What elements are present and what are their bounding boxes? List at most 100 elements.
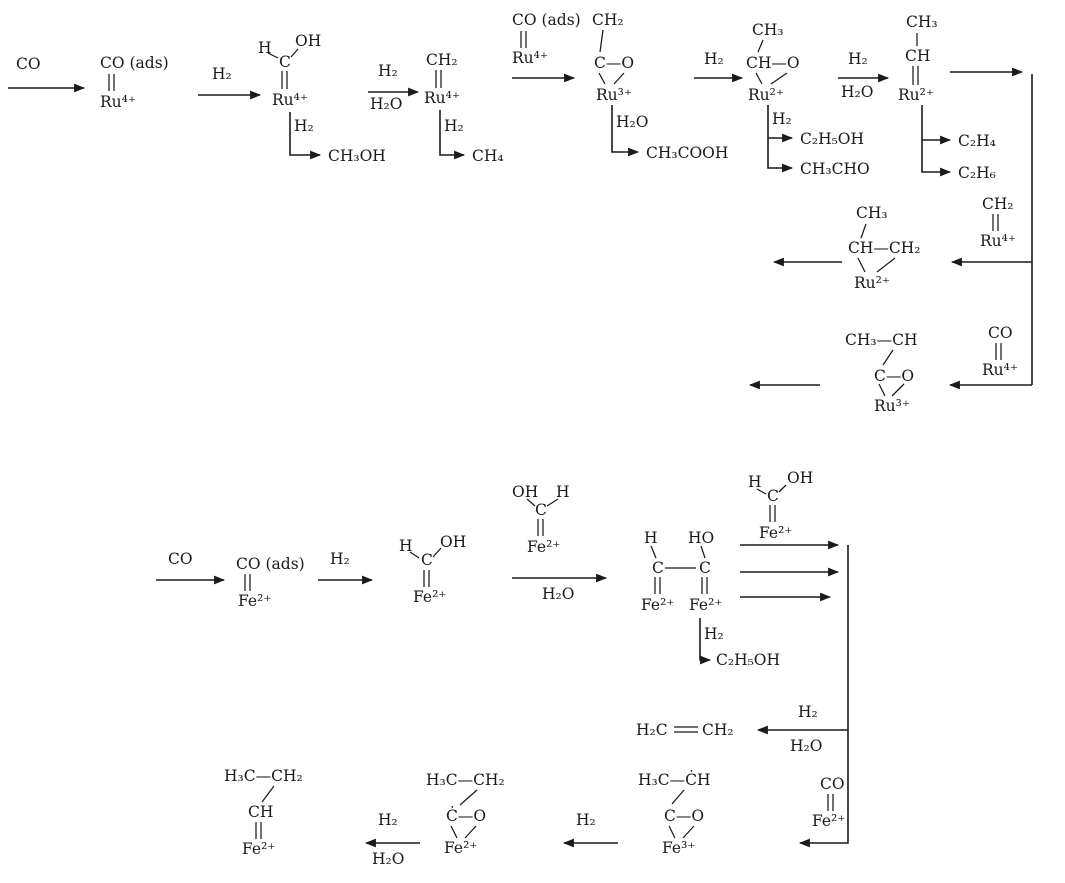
bond-line xyxy=(650,545,657,559)
formula-ho-dicarbene: HO xyxy=(688,529,715,547)
branch-arrow xyxy=(439,110,466,160)
formula-c-o-metallacycle: C—O xyxy=(664,807,705,825)
formula-fe2-site: Fe²⁺ xyxy=(812,812,846,830)
bond-line xyxy=(778,484,787,493)
formula-h2o-byproduct: H₂O xyxy=(542,585,575,603)
formula-h2o-byproduct: H₂O xyxy=(790,737,823,755)
formula-methanol-product: CH₃OH xyxy=(328,147,386,165)
formula-ru2-site: Ru²⁺ xyxy=(748,86,785,104)
formula-ch-o-metallacycle: CH—O xyxy=(746,54,800,72)
bond-line xyxy=(409,551,420,559)
formula-h2-reagent: H₂ xyxy=(798,703,818,721)
formula-ch-alkylidene: CH xyxy=(248,803,274,821)
formula-h2-reagent: H₂ xyxy=(378,811,398,829)
bond-line xyxy=(261,785,275,803)
bond-line xyxy=(598,72,606,85)
formula-ethylene-right: CH₂ xyxy=(702,721,734,739)
formula-h2-branch: H₂ xyxy=(294,117,314,135)
bond-line xyxy=(671,789,685,805)
formula-h2-reagent: H₂ xyxy=(378,62,398,80)
branch-arrow xyxy=(767,105,794,173)
formula-h2-reagent: H₂ xyxy=(330,550,350,568)
bond-line xyxy=(876,257,896,273)
bond-line xyxy=(668,825,676,839)
formula-h2o-byproduct: H₂O xyxy=(841,83,874,101)
formula-ch3-ch-group: CH₃—CH xyxy=(845,331,918,349)
formula-c-dicarbene-right: C xyxy=(699,559,711,577)
formula-fe3-site: Fe³⁺ xyxy=(662,839,696,857)
formula-fe2-site: Fe²⁺ xyxy=(527,538,561,556)
bond-line xyxy=(878,383,886,397)
formula-ru2-site: Ru²⁺ xyxy=(854,274,891,292)
bond-line xyxy=(755,72,763,85)
formula-fe2-site: Fe²⁺ xyxy=(238,592,272,610)
ru-scheme-arrows xyxy=(8,67,1033,390)
formula-ch2-carbene: CH₂ xyxy=(426,51,458,69)
formula-fe2-site: Fe²⁺ xyxy=(689,596,723,614)
formula-ch3-group: CH₃ xyxy=(906,13,938,31)
formula-co-start-ru: CO xyxy=(16,55,41,73)
bond-line xyxy=(546,498,559,507)
formula-c-dicarbene-left: C xyxy=(652,559,664,577)
formula-h3c-ch2-group: H₃C—CH₂ xyxy=(426,771,505,789)
branch-arrow xyxy=(921,105,952,177)
bond-line xyxy=(599,29,604,53)
formula-h-dicarbene: H xyxy=(644,529,658,547)
formula-ethane-product: C₂H₆ xyxy=(958,164,996,182)
formula-ru4-site: Ru⁴⁺ xyxy=(980,232,1017,250)
formula-oh-hydroxycarbene: OH xyxy=(295,32,322,50)
formula-c-hydroxycarbene: C xyxy=(279,53,291,71)
formula-h2-reagent: H₂ xyxy=(704,50,724,68)
formula-h-hydroxycarbene: H xyxy=(399,537,413,555)
formula-h2-reagent: H₂ xyxy=(848,50,868,68)
formula-acetic-acid-product: CH₃COOH xyxy=(646,144,729,162)
rail-arrow xyxy=(798,545,849,848)
bond-line xyxy=(613,72,625,85)
bond-line xyxy=(757,39,764,53)
formula-co-reagent: CO xyxy=(988,324,1013,342)
bond-line xyxy=(267,52,279,59)
formula-h2-branch: H₂ xyxy=(772,110,792,128)
branch-arrow xyxy=(611,105,640,157)
formula-c-o-metallacycle: C—O xyxy=(594,54,635,72)
formula-h-carbene-reagent: H xyxy=(556,483,570,501)
formula-ch-ch2-metallacycle: CH—CH₂ xyxy=(848,239,921,257)
bond-line xyxy=(464,825,477,839)
formula-c-carbene-reagent: C xyxy=(535,501,547,519)
formula-ethanol-product: C₂H₅OH xyxy=(716,651,781,669)
formula-ch3-group: CH₃ xyxy=(856,204,888,222)
formula-ethanol-product: C₂H₅OH xyxy=(800,130,865,148)
formula-h2-branch: H₂ xyxy=(704,625,724,643)
bond-line xyxy=(432,547,442,558)
bond-line xyxy=(756,488,767,495)
formula-methane-product: CH₄ xyxy=(472,147,504,165)
formula-oh-carbene-reagent: OH xyxy=(787,469,814,487)
formula-fe2-site: Fe²⁺ xyxy=(242,840,276,858)
formula-c-carbene-reagent: C xyxy=(767,487,779,505)
bond-line xyxy=(700,545,706,559)
formula-h-hydroxycarbene: H xyxy=(258,39,272,57)
bond-line xyxy=(459,789,478,806)
formula-ch3-group: CH₃ xyxy=(752,21,784,39)
formula-ru4-site: Ru⁴⁺ xyxy=(982,361,1019,379)
formula-co-adsorbed-fe: CO (ads) xyxy=(236,555,305,573)
formula-c-o-metallacycle: C—O xyxy=(874,367,915,385)
formula-h-carbene-reagent: H xyxy=(748,473,762,491)
formula-ch-alkylidene: CH xyxy=(905,47,931,65)
formula-oh-hydroxycarbene: OH xyxy=(440,533,467,551)
bond-line xyxy=(290,48,299,58)
formula-oh-carbene-reagent: OH xyxy=(512,483,539,501)
formula-ru4-site: Ru⁴⁺ xyxy=(424,89,461,107)
bond-line xyxy=(682,825,695,839)
bond-line xyxy=(526,498,536,507)
formula-co-start-fe: CO xyxy=(168,550,193,568)
formula-ru4-site: Ru⁴⁺ xyxy=(100,93,137,111)
formula-ru4-site: Ru⁴⁺ xyxy=(272,91,309,109)
formula-h3c-ch2-group: H₃C—CH₂ xyxy=(224,767,303,785)
formula-fe2-site: Fe²⁺ xyxy=(413,588,447,606)
formula-h2o-branch: H₂O xyxy=(616,113,649,131)
formula-ru3-site: Ru³⁺ xyxy=(596,86,633,104)
formula-co-reagent: CO xyxy=(820,775,845,793)
